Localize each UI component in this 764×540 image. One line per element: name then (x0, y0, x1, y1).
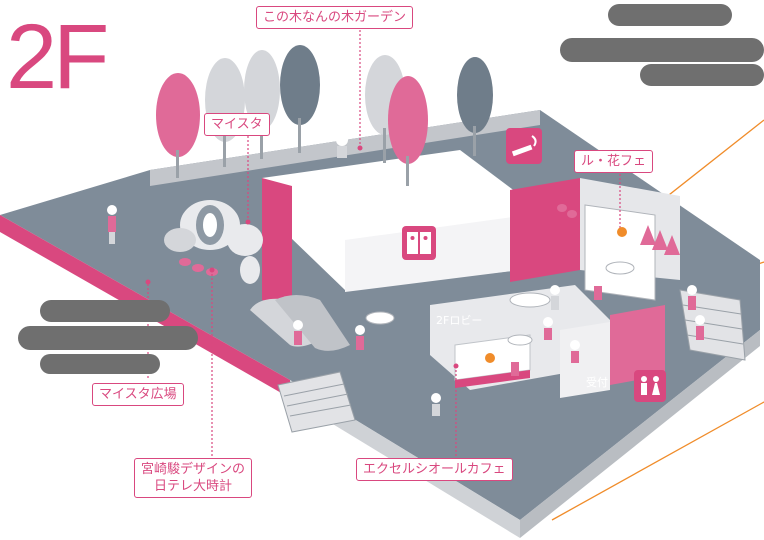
person (550, 285, 560, 310)
person (510, 351, 520, 376)
label-reception: 受付 (586, 376, 608, 389)
person (355, 325, 365, 350)
person (431, 393, 441, 416)
label-lobby: 2Fロビー (436, 314, 483, 327)
label-clock-line2: 日テレ大時計 (154, 479, 233, 494)
tree-pink (156, 73, 200, 178)
person (107, 205, 117, 244)
tree-pink (388, 76, 428, 186)
label-ntv-clock: 宮崎駿デザインの 日テレ大時計 (134, 458, 253, 498)
stairs-front (277, 371, 356, 433)
label-excel-cafe: エクセルシオールカフェ (356, 458, 513, 481)
label-maista-square: マイスタ広場 (92, 383, 184, 406)
cafe-structure (510, 178, 680, 301)
ntv-big-clock (164, 200, 263, 284)
escalator (250, 295, 350, 351)
label-garden: この木なんの木ガーデン (256, 6, 414, 29)
floor-label: 2F (6, 6, 109, 108)
people (107, 134, 705, 416)
cloud-icon (560, 4, 764, 86)
person (687, 285, 697, 310)
person (695, 315, 705, 340)
person (570, 340, 580, 363)
tree-gray (457, 57, 493, 156)
person (336, 134, 348, 158)
tree-gray (280, 45, 320, 153)
flower-beds (179, 204, 680, 276)
person (593, 275, 603, 300)
label-clock-line1: 宮崎駿デザインの (141, 462, 246, 477)
cloud-icon (18, 300, 198, 374)
label-le-hanafe: ル・花フェ (574, 150, 654, 173)
callout-dots (145, 145, 459, 369)
person (543, 317, 553, 340)
tree-light (244, 50, 280, 159)
elevator-icon (402, 226, 436, 260)
tables (365, 261, 635, 346)
restroom-icon (634, 370, 666, 402)
smoking-area-icon (506, 128, 542, 164)
label-maista: マイスタ (204, 113, 270, 136)
central-building (262, 150, 520, 310)
orange-markers (485, 227, 627, 363)
person (293, 320, 303, 345)
